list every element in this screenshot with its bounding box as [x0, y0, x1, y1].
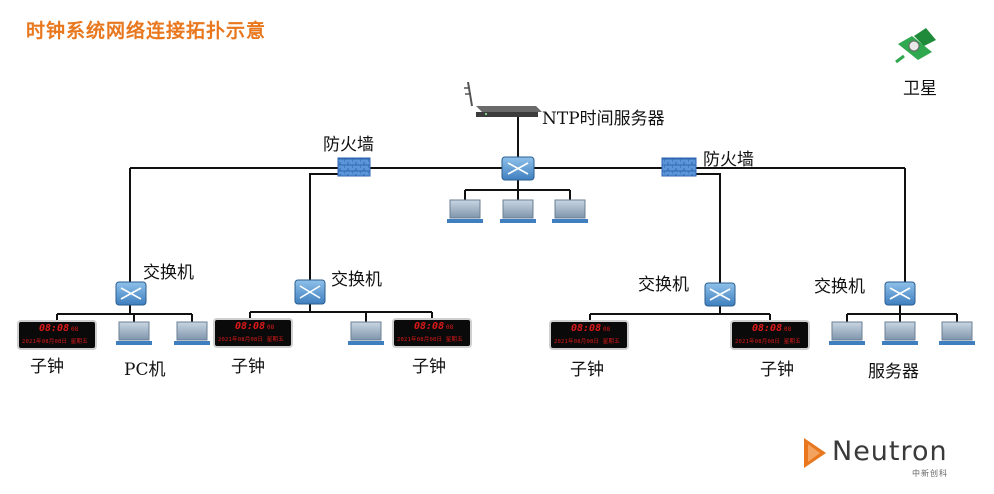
clock-1-label: 子钟	[30, 357, 64, 377]
pc-label: PC机	[124, 360, 166, 380]
server-monitor-icon	[939, 321, 975, 345]
server-monitor-icon	[882, 321, 918, 345]
satellite-label: 卫星	[903, 79, 937, 99]
firewall-right-label: 防火墙	[703, 150, 754, 170]
pc-monitor-icon	[447, 199, 483, 223]
brand-subtitle: 中新创科	[912, 469, 948, 478]
ntp-server-icon	[464, 81, 542, 117]
servers-label: 服务器	[868, 362, 919, 382]
satellite-icon	[895, 28, 936, 64]
switch-4-icon	[884, 281, 916, 306]
clock-4-label: 子钟	[570, 360, 604, 380]
switch-1-label: 交换机	[143, 263, 194, 283]
firewall-right-icon	[661, 157, 697, 177]
pc-monitor-icon	[348, 321, 384, 345]
clock-3-label: 子钟	[412, 357, 446, 377]
switch-3-label: 交换机	[638, 275, 689, 295]
pc-monitor-icon	[174, 321, 210, 345]
switch-1-icon	[115, 281, 147, 306]
core-switch-icon	[501, 156, 535, 181]
switch-2-icon	[294, 279, 326, 305]
brand-name: Neutron	[832, 436, 948, 467]
ntp-server-label: NTP时间服务器	[542, 109, 665, 129]
switch-2-label: 交换机	[331, 270, 382, 290]
pc-monitor-icon	[552, 199, 588, 223]
pc-monitor-icon	[500, 199, 536, 223]
page-title: 时钟系统网络连接拓扑示意	[26, 20, 267, 42]
pc-monitor-icon	[116, 321, 152, 345]
firewall-left-icon	[337, 157, 371, 177]
firewall-left-label: 防火墙	[323, 135, 374, 155]
clock-5-label: 子钟	[760, 360, 794, 380]
server-monitor-icon	[829, 321, 865, 345]
switch-3-icon	[704, 282, 736, 307]
clock-2-label: 子钟	[231, 357, 265, 377]
switch-4-label: 交换机	[814, 277, 865, 297]
